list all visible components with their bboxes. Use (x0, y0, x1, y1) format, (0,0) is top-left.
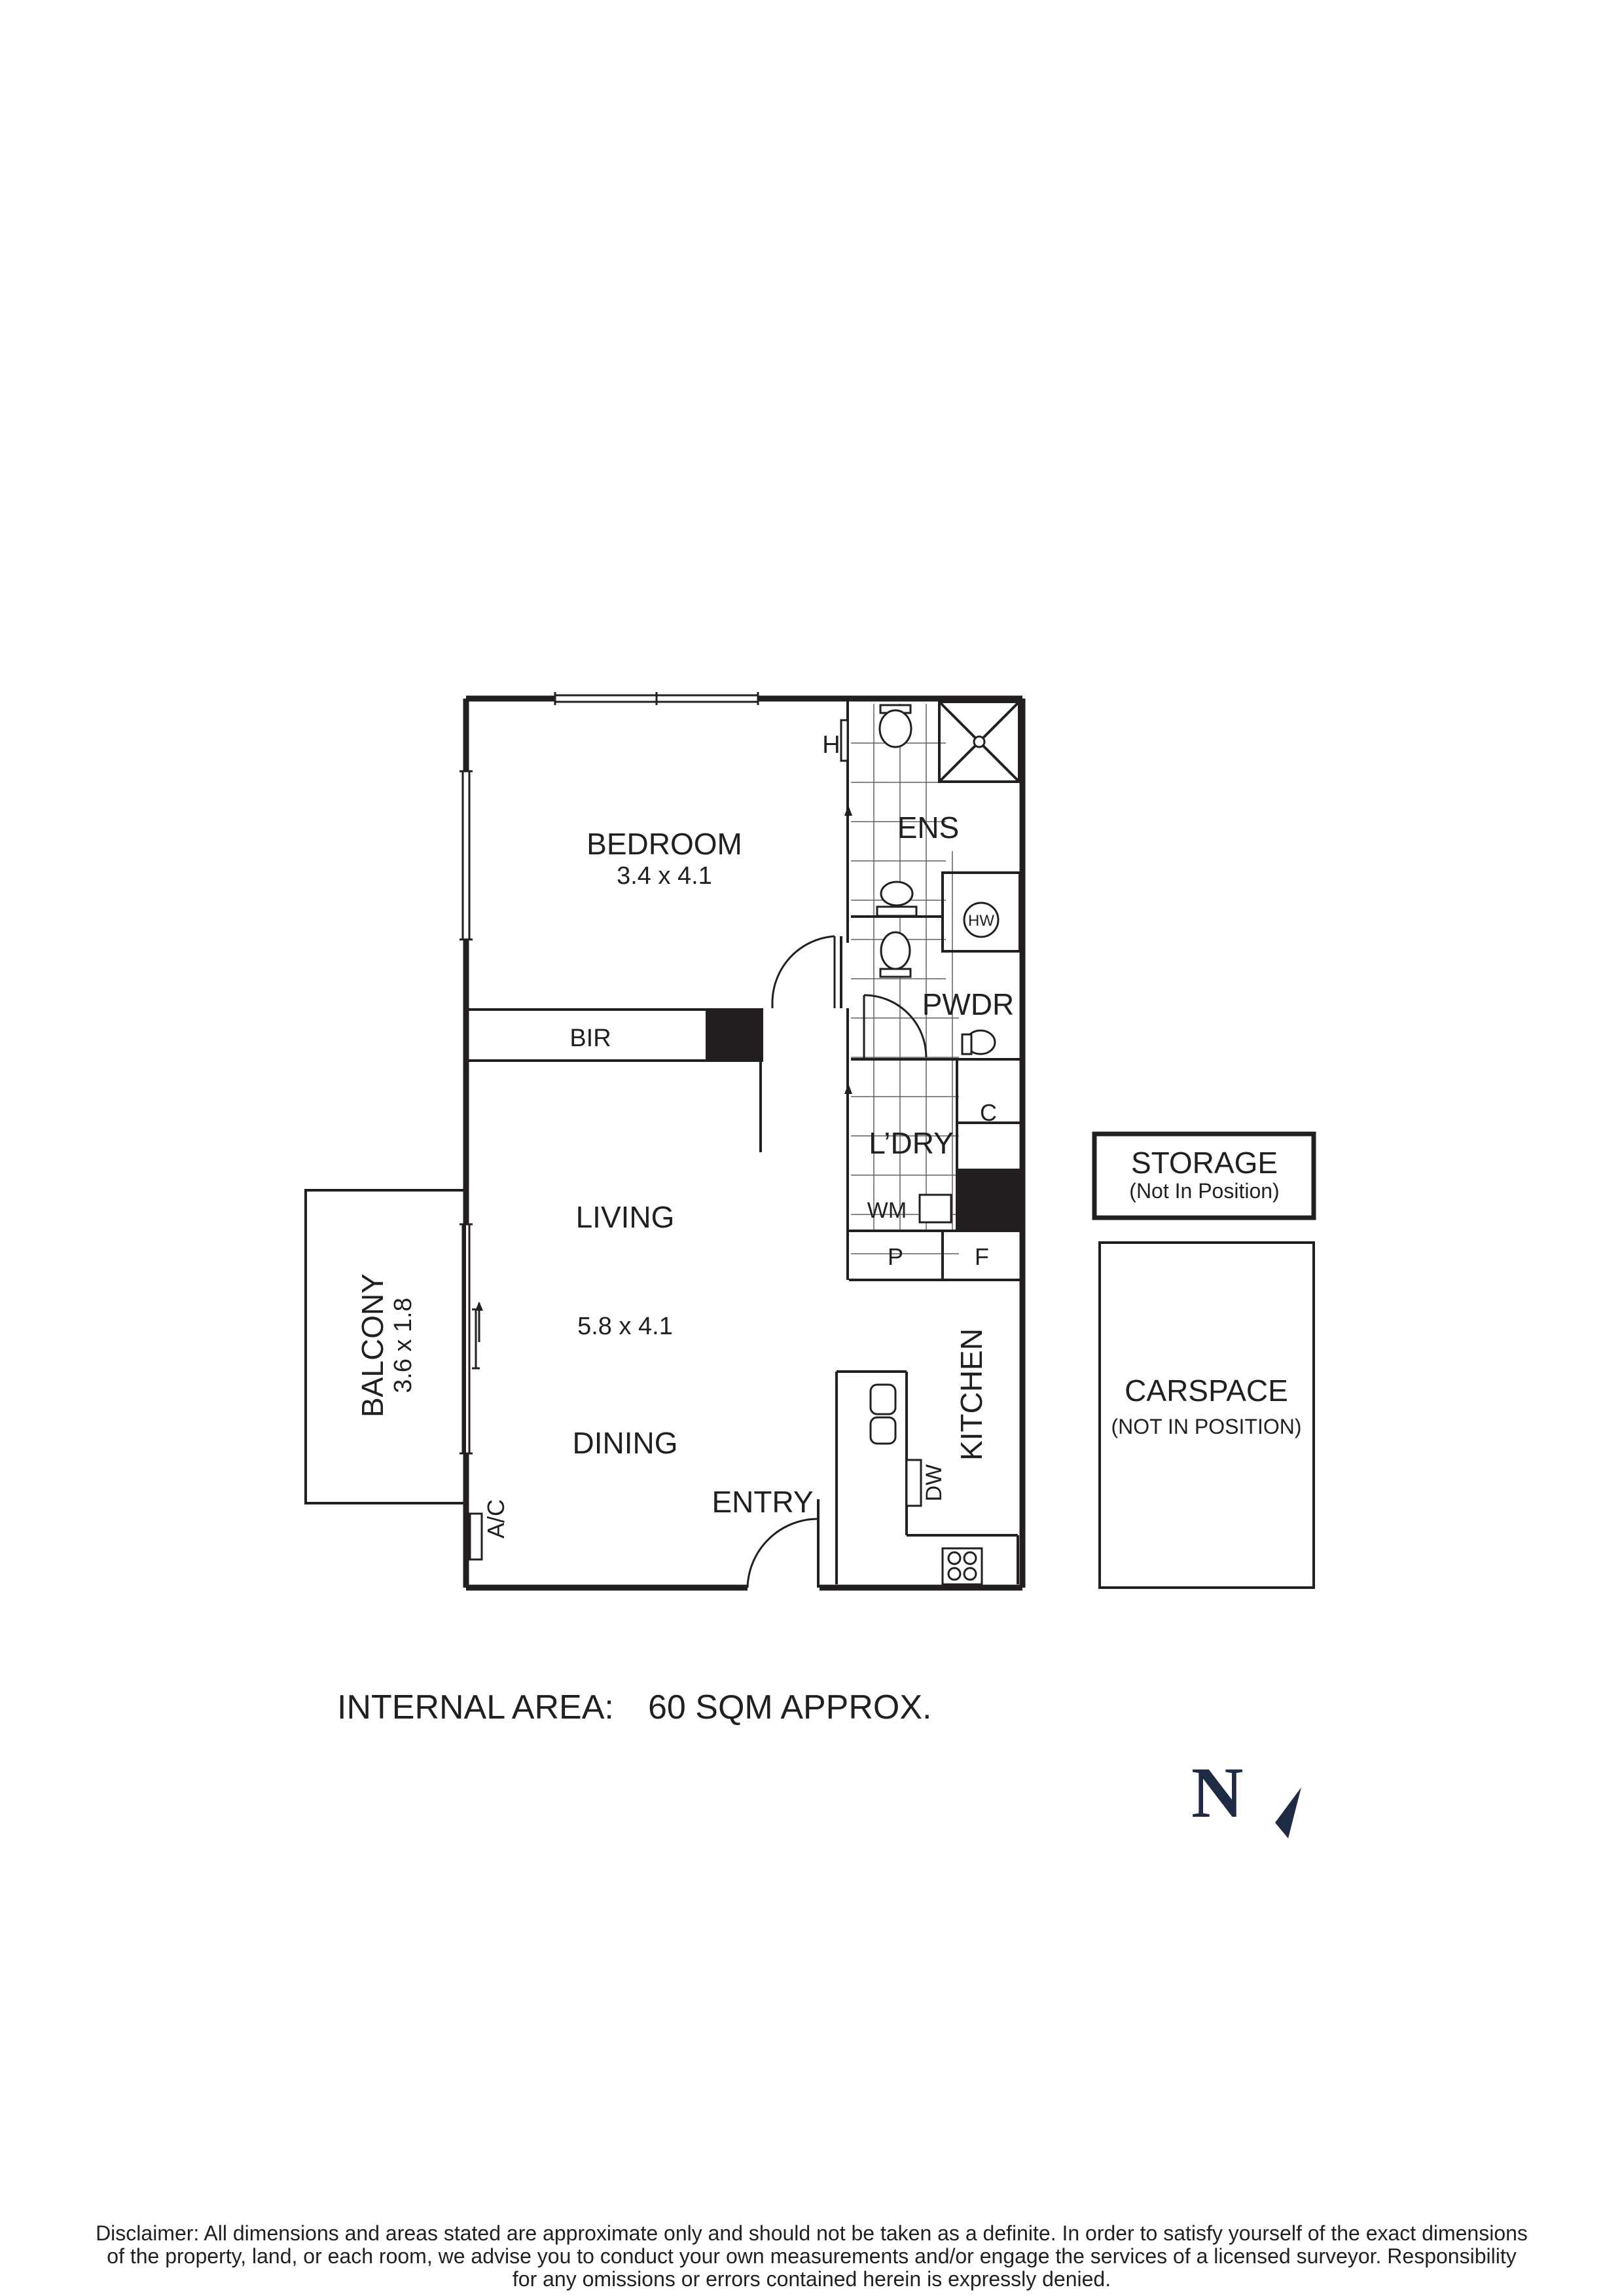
label-bir: BIR (569, 1025, 611, 1052)
label-kitchen: KITCHEN (954, 1328, 988, 1461)
window-bedroom-left (460, 770, 473, 941)
fixtures (469, 704, 1000, 1586)
arrow-ldry (844, 1084, 852, 1094)
label-f: F (975, 1243, 989, 1270)
label-living-dims: 5.8 x 4.1 (577, 1313, 673, 1340)
internal-area-label: INTERNAL AREA: (337, 1688, 614, 1726)
tile-grid (851, 704, 959, 1254)
label-balcony: BALCONY (355, 1273, 389, 1417)
label-pwdr: PWDR (922, 987, 1015, 1021)
label-c: C (980, 1099, 997, 1126)
sliding-door-balcony (460, 1223, 480, 1455)
label-balcony-dims: 3.6 x 1.8 (389, 1298, 417, 1393)
balcony-outline (304, 1189, 466, 1504)
label-entry: ENTRY (712, 1485, 813, 1519)
label-bedroom-dims: 3.4 x 4.1 (617, 862, 712, 890)
label-ldry: L’DRY (869, 1126, 954, 1160)
label-ac: A/C (482, 1499, 509, 1539)
label-dw: DW (922, 1465, 946, 1502)
label-p: P (888, 1243, 903, 1270)
label-wm: WM (867, 1198, 907, 1223)
disclaimer-line-2: of the property, land, or each room, we … (107, 2244, 1517, 2268)
label-h: H (822, 731, 840, 759)
internal-area-value: 60 SQM APPROX. (648, 1688, 932, 1726)
label-dining: DINING (573, 1426, 678, 1460)
label-hw: HW (968, 912, 994, 930)
label-living: LIVING (576, 1200, 675, 1234)
disclaimer: Disclaimer: All dimensions and areas sta… (46, 2222, 1577, 2291)
column-bir (706, 1010, 762, 1061)
shower-drain (973, 735, 986, 748)
arrow-sliding-door (475, 1302, 483, 1311)
doors (746, 935, 928, 1588)
storage-outline (1092, 1131, 1316, 1220)
outer-walls (463, 695, 1026, 1591)
label-storage-note: (Not In Position) (1129, 1179, 1279, 1203)
label-storage: STORAGE (1131, 1146, 1278, 1180)
carspace-outline (1098, 1241, 1315, 1589)
label-ens: ENS (897, 811, 960, 845)
label-carspace: CARSPACE (1125, 1374, 1288, 1408)
north-letter: N (1191, 1761, 1243, 1832)
arrow-ens (844, 805, 852, 816)
north-arrow-icon (1275, 1787, 1301, 1838)
disclaimer-line-1: Disclaimer: All dimensions and areas sta… (96, 2221, 1528, 2245)
internal-area: INTERNAL AREA: 60 SQM APPROX. (337, 1688, 932, 1806)
window-bedroom-top (554, 692, 759, 705)
column-laundry (957, 1169, 1020, 1231)
label-bedroom: BEDROOM (586, 827, 742, 861)
disclaimer-line-3: for any omissions or errors contained he… (512, 2267, 1111, 2291)
label-carspace-note: (NOT IN POSITION) (1111, 1415, 1302, 1438)
north-compass: N (1191, 1753, 1309, 1850)
